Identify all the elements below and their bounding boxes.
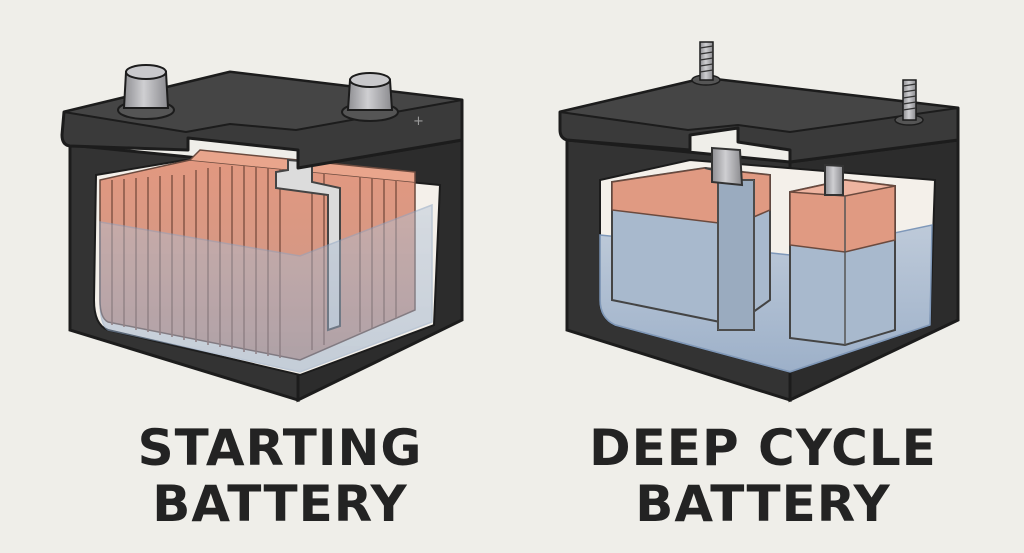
starting-caption-line1: STARTING bbox=[137, 419, 423, 477]
starting-battery-electrolyte bbox=[99, 203, 433, 373]
starting-battery-caption: STARTING BATTERY bbox=[80, 420, 480, 532]
deep-cycle-caption-line1: DEEP CYCLE bbox=[589, 419, 937, 477]
deep-cycle-caption-line2: BATTERY bbox=[635, 475, 891, 533]
deep-cycle-battery-right-terminal bbox=[894, 79, 924, 126]
deep-cycle-battery-left-plates bbox=[611, 166, 771, 331]
deep-cycle-battery-left-terminal bbox=[691, 41, 721, 86]
deep-cycle-battery-left-post bbox=[711, 146, 744, 187]
positive-mark: + bbox=[413, 114, 424, 129]
starting-battery-negative-terminal bbox=[117, 64, 175, 120]
deep-cycle-battery-cutaway-icon bbox=[558, 41, 960, 403]
starting-caption-line2: BATTERY bbox=[152, 475, 408, 533]
starting-battery-positive-terminal bbox=[341, 72, 399, 122]
deep-cycle-battery-caption: DEEP CYCLE BATTERY bbox=[563, 420, 963, 532]
deep-cycle-battery-right-post bbox=[824, 163, 844, 196]
deep-cycle-battery-right-plates bbox=[789, 178, 896, 347]
starting-battery-cutaway-icon: + bbox=[60, 64, 464, 403]
